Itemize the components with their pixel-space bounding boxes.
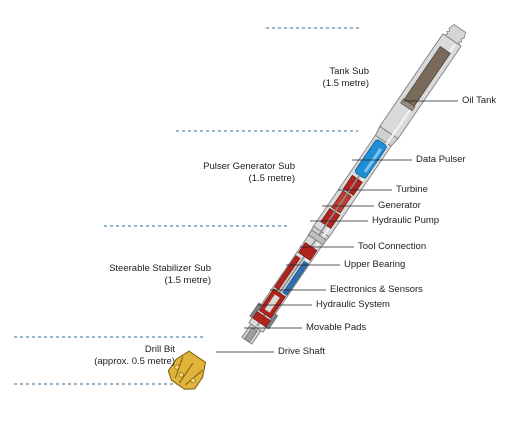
label-hydraulic-system: Hydraulic System	[316, 299, 390, 310]
electronics-sensors	[282, 260, 309, 296]
drive-shaft	[243, 327, 258, 343]
drill-bit-body	[167, 350, 207, 390]
electronics-sensors-lower	[274, 255, 301, 291]
section-size: (1.5 metre)	[164, 275, 211, 286]
section-label-tank-sub: Tank Sub (1.5 metre)	[323, 66, 369, 90]
section-name: Steerable Stabilizer Sub	[109, 263, 211, 274]
label-tool-connection: Tool Connection	[358, 241, 427, 252]
label-generator: Generator	[378, 200, 421, 211]
section-name: Tank Sub	[329, 66, 369, 77]
oil-tank-piston	[400, 98, 416, 112]
section-label-drill-bit: Drill Bit (approx. 0.5 metre)	[94, 344, 175, 368]
section-size: (approx. 0.5 metre)	[94, 356, 175, 367]
tool-body	[241, 23, 467, 345]
label-upper-bearing: Upper Bearing	[344, 259, 406, 270]
section-size: (1.5 metre)	[248, 173, 295, 184]
bit-blade-1	[184, 369, 204, 386]
label-data-pulser: Data Pulser	[416, 154, 466, 165]
hydraulic-system-core	[264, 294, 280, 313]
pad-actuator	[252, 310, 271, 328]
label-drive-shaft: Drive Shaft	[278, 346, 325, 357]
section-dividers	[14, 27, 362, 385]
tool-connection	[307, 229, 327, 246]
section-size: (1.5 metre)	[322, 78, 369, 89]
label-electronics-sensors: Electronics & Sensors	[330, 284, 423, 295]
drill-bit	[167, 350, 207, 390]
leader-lines	[216, 100, 458, 353]
bit-cutter-3	[174, 364, 180, 370]
section-label-pulser-generator-sub: Pulser Generator Sub (1.5 metre)	[203, 161, 295, 185]
oil-tank	[403, 45, 451, 107]
section-name: Drill Bit	[144, 344, 175, 355]
section-label-steerable-stabilizer-sub: Steerable Stabilizer Sub (1.5 metre)	[109, 263, 211, 287]
label-turbine: Turbine	[396, 184, 428, 195]
section-name: Pulser Generator Sub	[203, 161, 295, 172]
label-oil-tank: Oil Tank	[462, 95, 497, 106]
bit-cutter-2	[178, 372, 184, 378]
bit-blade-2	[178, 362, 194, 384]
label-hydraulic-pump: Hydraulic Pump	[372, 215, 440, 226]
label-movable-pads: Movable Pads	[306, 322, 367, 333]
bit-cutter-1	[190, 378, 196, 384]
